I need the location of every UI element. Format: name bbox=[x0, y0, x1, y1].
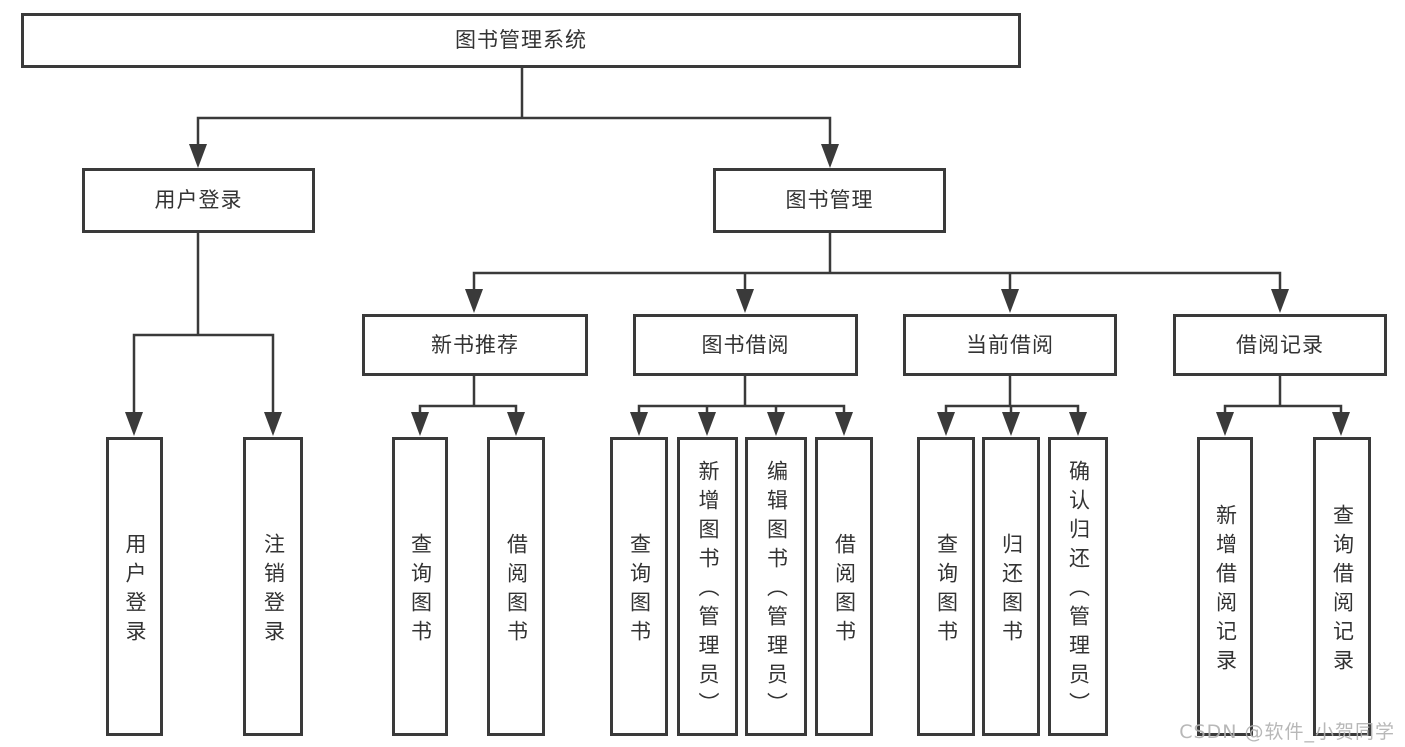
node-label: 借阅记录 bbox=[1236, 332, 1324, 357]
node-current-borrow: 当前借阅 bbox=[903, 314, 1117, 376]
leaf-add-books-admin: 新增图书（管理员） bbox=[677, 437, 738, 736]
node-user-login: 用户登录 bbox=[82, 168, 315, 233]
node-label: 用户登录 bbox=[123, 532, 147, 649]
node-label: 归还图书 bbox=[999, 532, 1024, 649]
node-label: 新增图书（管理员） bbox=[696, 460, 720, 721]
node-label: 查询图书 bbox=[627, 532, 652, 649]
leaf-add-borrow-record: 新增借阅记录 bbox=[1197, 437, 1253, 736]
node-label: 借阅图书 bbox=[504, 532, 529, 649]
node-label: 用户登录 bbox=[154, 188, 243, 212]
leaf-borrow-books: 借阅图书 bbox=[815, 437, 873, 736]
node-label: 图书管理 bbox=[785, 188, 874, 212]
node-label: 注销登录 bbox=[261, 532, 286, 649]
csdn-watermark: CSDN @软件_小贺同学 bbox=[1179, 721, 1395, 743]
node-label: 确认归还（管理员） bbox=[1066, 460, 1091, 721]
node-new-book-recommend: 新书推荐 bbox=[362, 314, 588, 376]
leaf-query-borrow-record: 查询借阅记录 bbox=[1313, 437, 1371, 736]
node-label: 图书管理系统 bbox=[455, 28, 587, 52]
leaf-return-books: 归还图书 bbox=[982, 437, 1040, 736]
leaf-edit-books-admin: 编辑图书（管理员） bbox=[745, 437, 807, 736]
leaf-query-books-recommend: 查询图书 bbox=[392, 437, 448, 736]
node-label: 查询借阅记录 bbox=[1330, 503, 1355, 678]
leaf-logout: 注销登录 bbox=[243, 437, 303, 736]
node-label: 查询图书 bbox=[934, 532, 959, 649]
leaf-user-login: 用户登录 bbox=[106, 437, 163, 736]
node-label: 借阅图书 bbox=[832, 532, 857, 649]
node-label: 当前借阅 bbox=[966, 332, 1054, 357]
node-book-management: 图书管理 bbox=[713, 168, 946, 233]
leaf-query-books-borrow: 查询图书 bbox=[610, 437, 668, 736]
node-borrow-records: 借阅记录 bbox=[1173, 314, 1387, 376]
node-label: 编辑图书（管理员） bbox=[764, 460, 789, 721]
leaf-confirm-return-admin: 确认归还（管理员） bbox=[1048, 437, 1108, 736]
leaf-query-books-current: 查询图书 bbox=[917, 437, 975, 736]
leaf-borrow-books-recommend: 借阅图书 bbox=[487, 437, 545, 736]
node-label: 新书推荐 bbox=[431, 332, 519, 357]
node-label: 图书借阅 bbox=[701, 332, 790, 357]
node-label: 查询图书 bbox=[408, 532, 433, 649]
node-book-borrow: 图书借阅 bbox=[633, 314, 858, 376]
node-library-management-system: 图书管理系统 bbox=[21, 13, 1021, 68]
node-label: 新增借阅记录 bbox=[1213, 503, 1238, 678]
